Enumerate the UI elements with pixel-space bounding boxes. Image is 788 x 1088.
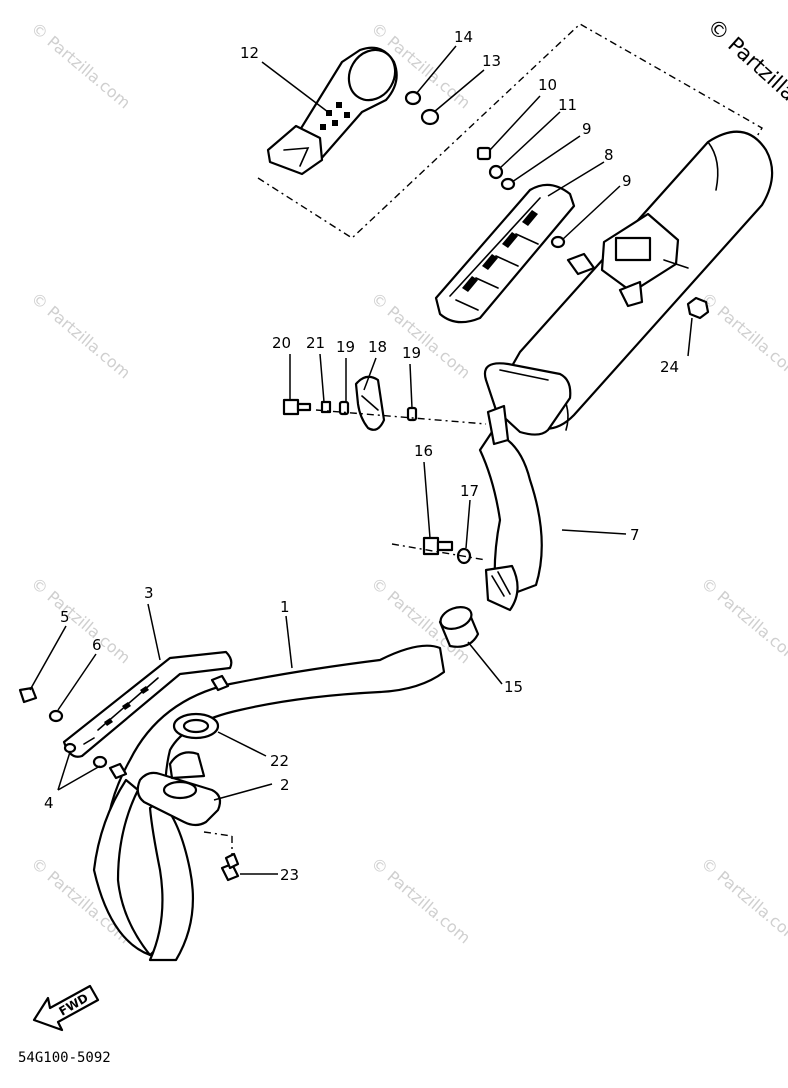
callout-19: 19 bbox=[402, 344, 421, 362]
callout-17: 17 bbox=[460, 482, 479, 500]
callout-2: 2 bbox=[280, 776, 290, 794]
callout-10: 10 bbox=[538, 76, 557, 94]
exhaust-pipe-2 bbox=[478, 404, 543, 612]
callout-16: 16 bbox=[414, 442, 433, 460]
callout-13: 13 bbox=[482, 52, 501, 70]
assembly-boundary bbox=[257, 23, 763, 239]
callout-19: 19 bbox=[336, 338, 355, 356]
heat-protector bbox=[434, 183, 576, 324]
callout-23: 23 bbox=[280, 866, 299, 884]
watermark-text: © Partzilla.com bbox=[27, 19, 134, 113]
watermark-text: © Partzilla.com bbox=[27, 574, 134, 668]
callout-7: 7 bbox=[630, 526, 640, 544]
watermark-text: © Partzilla.com bbox=[697, 289, 788, 383]
callout-6: 6 bbox=[92, 636, 102, 654]
watermark-text: © Partzilla.com bbox=[27, 289, 134, 383]
fwd-arrow: FWD bbox=[32, 984, 100, 1032]
gasket-hole bbox=[182, 718, 210, 734]
callout-5: 5 bbox=[60, 608, 70, 626]
exhaust-flange bbox=[136, 751, 222, 827]
joint-ring bbox=[438, 606, 480, 648]
watermark-text: © Partzilla.com bbox=[697, 854, 788, 948]
leader-lines bbox=[29, 45, 693, 875]
callout-20: 20 bbox=[272, 334, 291, 352]
callout-18: 18 bbox=[368, 338, 387, 356]
callout-14: 14 bbox=[454, 28, 473, 46]
callout-12: 12 bbox=[240, 44, 259, 62]
diagram-code: 54G100-5092 bbox=[18, 1050, 111, 1066]
callout-9: 9 bbox=[622, 172, 632, 190]
spark-arrester bbox=[266, 46, 398, 176]
fasteners bbox=[18, 90, 710, 882]
watermark-text: © Partzilla.com bbox=[697, 574, 788, 668]
callout-11: 11 bbox=[558, 96, 577, 114]
callout-3: 3 bbox=[144, 584, 154, 602]
callout-15: 15 bbox=[504, 678, 523, 696]
callout-24: 24 bbox=[660, 358, 679, 376]
callout-9: 9 bbox=[582, 120, 592, 138]
callout-8: 8 bbox=[604, 146, 614, 164]
callout-4: 4 bbox=[44, 794, 54, 812]
watermark-text: © Partzilla.com bbox=[367, 854, 474, 948]
brand-label: © Partzilla bbox=[703, 14, 788, 106]
callout-labels: 12 14 13 10 11 9 8 9 24 20 21 19 18 19 1… bbox=[44, 28, 679, 884]
callout-1: 1 bbox=[280, 598, 290, 616]
callout-21: 21 bbox=[306, 334, 325, 352]
callout-22: 22 bbox=[270, 752, 289, 770]
